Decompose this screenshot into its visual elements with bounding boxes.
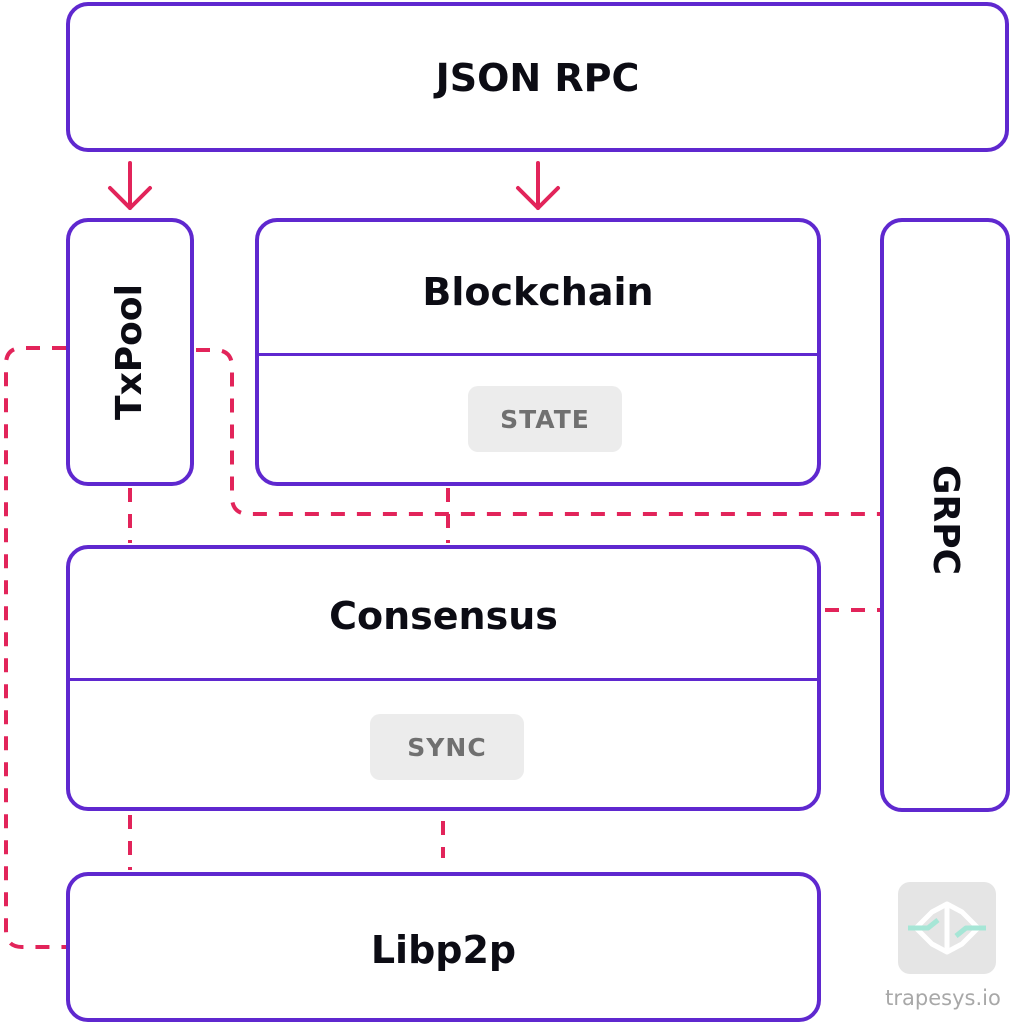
dashed-link-txpool-to-grpc — [196, 348, 880, 516]
grpc-label: GRPC — [925, 464, 966, 576]
json-rpc-label: JSON RPC — [435, 56, 640, 100]
arrow-jsonrpc-to-blockchain — [516, 161, 560, 210]
blockchain-box: Blockchain STATE — [255, 218, 821, 486]
json-rpc-box: JSON RPC — [66, 2, 1009, 152]
consensus-divider — [70, 678, 817, 681]
sync-badge: SYNC — [370, 714, 524, 780]
arrow-jsonrpc-to-txpool — [108, 161, 152, 210]
trapesys-logo-icon — [898, 882, 996, 974]
consensus-label: Consensus — [329, 594, 558, 638]
dashed-link-txpool-to-libp2p — [4, 346, 66, 949]
watermark-text: trapesys.io — [885, 986, 1001, 1010]
libp2p-box: Libp2p — [66, 872, 821, 1022]
consensus-box: Consensus SYNC — [66, 545, 821, 811]
txpool-box: TxPool — [66, 218, 194, 486]
blockchain-divider — [259, 353, 817, 356]
blockchain-label: Blockchain — [422, 270, 654, 314]
state-badge: STATE — [468, 386, 622, 452]
libp2p-label: Libp2p — [370, 928, 517, 972]
grpc-box: GRPC — [880, 218, 1010, 812]
txpool-label: TxPool — [109, 284, 150, 420]
